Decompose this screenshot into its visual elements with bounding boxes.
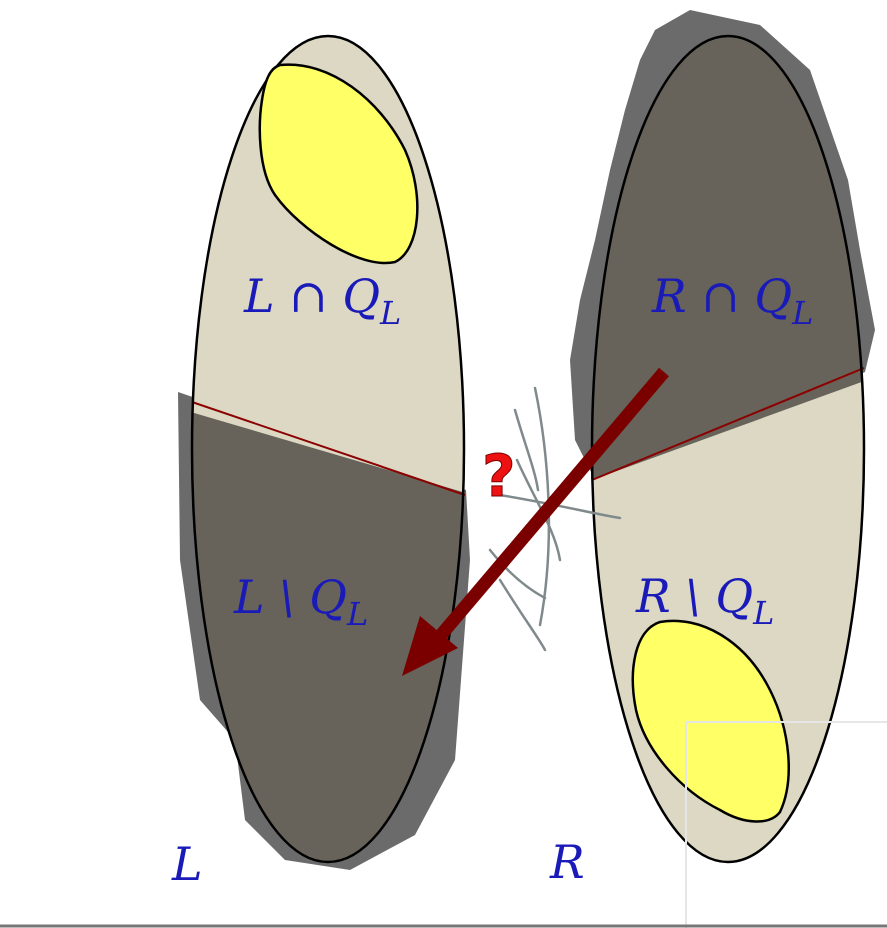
- right-cut-line: [591, 367, 865, 481]
- cut-edges-scribble: [488, 386, 622, 652]
- crossing-arrow: [402, 367, 669, 676]
- left-cut-line: [191, 401, 466, 496]
- label-right-intersection: R ∩ QL: [651, 269, 813, 332]
- question-mark: ?: [482, 442, 516, 510]
- label-left-intersection: L ∩ QL: [243, 269, 401, 332]
- label-left-difference: L \ QL: [233, 570, 368, 633]
- left-set-ellipse: [178, 34, 470, 870]
- right-set-ellipse: [570, 10, 875, 864]
- label-set-R: R: [549, 835, 585, 889]
- label-set-L: L: [171, 837, 203, 891]
- label-right-difference: R \ QL: [635, 569, 774, 632]
- left-highlight-blob: [258, 63, 419, 265]
